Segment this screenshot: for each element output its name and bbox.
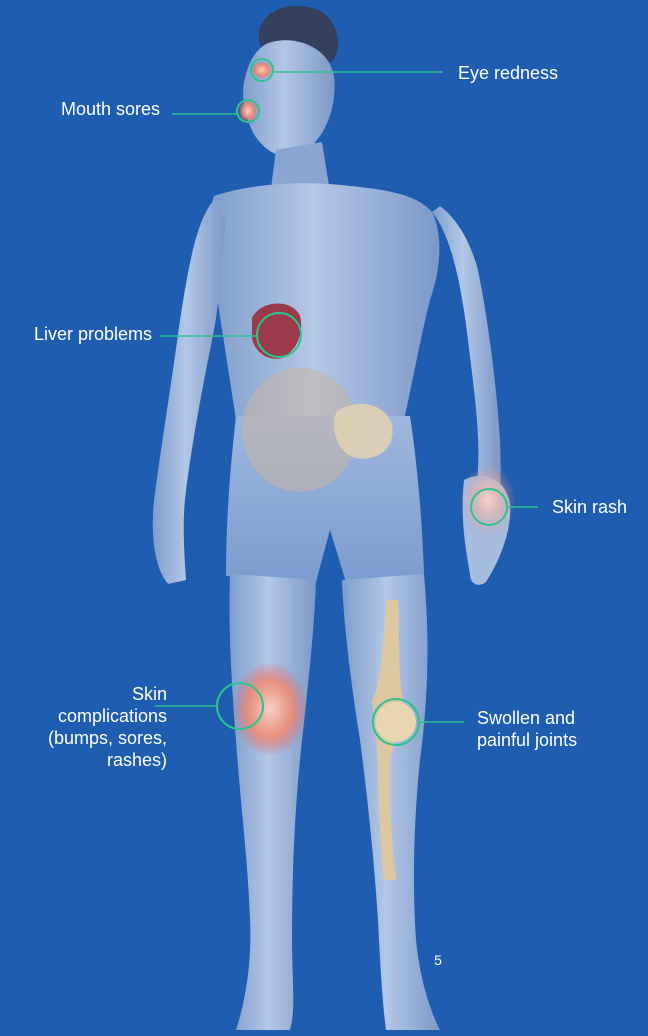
skin-complications-line: (bumps, sores, xyxy=(0,727,167,749)
joints-line: painful joints xyxy=(477,729,577,751)
skin-complications-line: Skin xyxy=(0,683,167,705)
eye-glow xyxy=(251,61,273,79)
thigh-glow xyxy=(232,662,308,756)
left-arm xyxy=(153,200,226,584)
skin-complications-label: Skin complications (bumps, sores, rashes… xyxy=(0,683,167,771)
skin-rash-label: Skin rash xyxy=(552,496,627,518)
page-number: 5 xyxy=(430,952,446,968)
liver-problems-label: Liver problems xyxy=(0,323,152,345)
eye-redness-label: Eye redness xyxy=(458,62,558,84)
joints-line: Swollen and xyxy=(477,707,577,729)
head xyxy=(243,40,335,156)
skin-complications-line: rashes) xyxy=(0,749,167,771)
joints-label: Swollen and painful joints xyxy=(477,707,577,751)
kneecap xyxy=(376,702,416,742)
mouth-sores-label: Mouth sores xyxy=(0,98,160,120)
skin-complications-line: complications xyxy=(0,705,167,727)
left-leg xyxy=(229,574,316,1030)
